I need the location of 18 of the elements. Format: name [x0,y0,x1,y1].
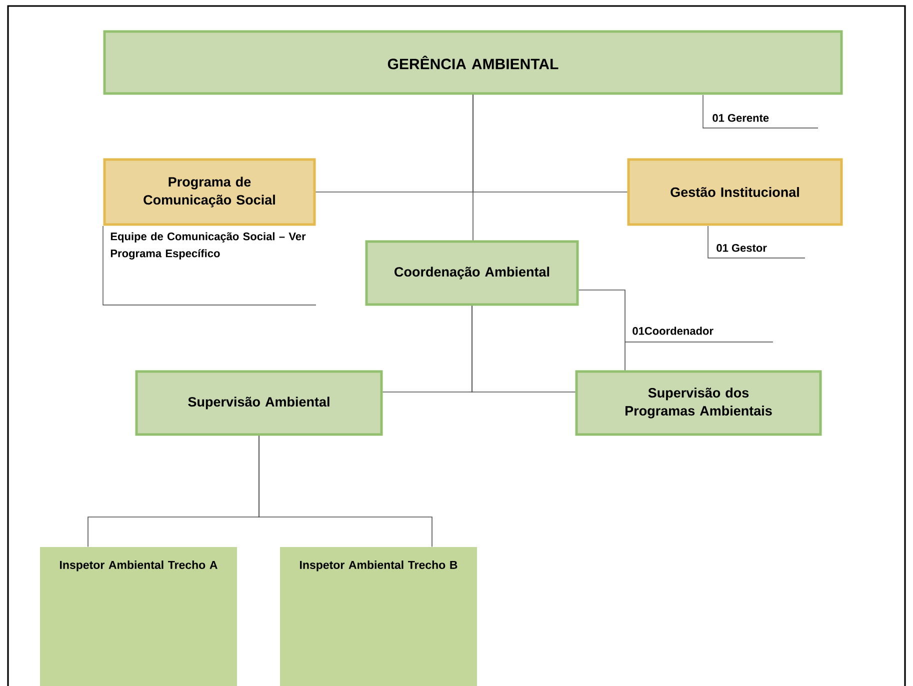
box-label: Inspetor Ambiental Trecho B [300,560,458,572]
inspector-box [40,547,237,686]
department-box: Coordenação Ambiental [365,240,579,306]
department-box: Supervisão Ambiental [135,370,383,436]
inspector-box [280,547,477,686]
department-box: Supervisão dos Programas Ambientais [575,370,822,436]
title-box: GERÊNCIA AMBIENTAL [103,30,843,95]
connector-line [472,305,576,392]
connector-line [258,435,432,548]
box-label: Inspetor Ambiental Trecho A [60,560,218,572]
connector-line [578,290,626,371]
program-box: Programa de Comunicação Social [103,158,316,226]
program-box: Gestão Institucional [627,158,843,226]
staff-note: 01 Gerente [712,114,769,122]
staff-note: Equipe de Comunicação Social – Ver Programa Específico [110,232,306,260]
edge-label: 01Coordenador [632,326,714,335]
connector-line [472,94,474,241]
staff-note: 01 Gestor [716,244,767,252]
